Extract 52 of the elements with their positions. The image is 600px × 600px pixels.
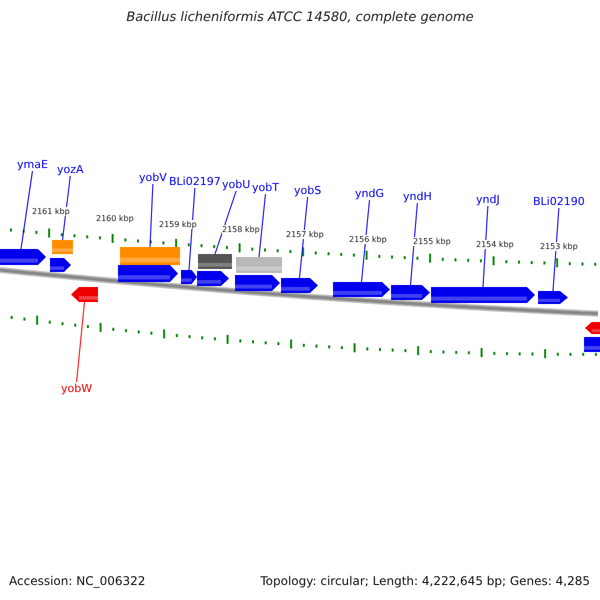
genome-info-text: Topology: circular; Length: 4,222,645 bp; Genes: 4,285 — [260, 574, 590, 588]
leader-line — [214, 190, 237, 254]
gene-feature — [585, 322, 600, 334]
scale-label: 2161 kbp — [32, 207, 70, 216]
gene-feature — [235, 275, 280, 291]
gene-feature — [391, 285, 430, 300]
scale-label: 2153 kbp — [540, 242, 578, 251]
gene-label: yndJ — [476, 193, 500, 206]
leader-line — [76, 302, 85, 382]
gene-feature — [71, 287, 98, 302]
gene-label: BLi02197 — [169, 175, 221, 188]
gene-feature — [236, 257, 282, 273]
scale-label: 2157 kbp — [286, 230, 324, 239]
scale-label: 2154 kbp — [476, 240, 514, 249]
leader-line — [482, 206, 488, 288]
leader-line — [258, 194, 266, 258]
gene-label: yozA — [57, 163, 84, 176]
gene-feature — [52, 240, 73, 254]
scale-label: 2156 kbp — [349, 235, 387, 244]
leader-line — [20, 170, 33, 250]
leader-line — [62, 176, 71, 240]
gene-feature — [333, 282, 390, 297]
gene-label: yobU — [222, 178, 250, 191]
scale-label: 2158 kbp — [222, 225, 260, 234]
leader-line — [299, 196, 308, 278]
accession-text: Accession: NC_006322 — [9, 574, 146, 588]
gene-feature — [118, 265, 178, 282]
gene-label: yndH — [403, 190, 432, 203]
gene-feature — [198, 254, 232, 269]
scale-label: 2160 kbp — [96, 214, 134, 223]
gene-feature — [120, 247, 180, 265]
title: Bacillus licheniformis ATCC 14580, complete genome — [125, 10, 475, 25]
gene-label: BLi02190 — [533, 195, 585, 208]
leader-line — [361, 200, 370, 282]
leader-line — [150, 184, 154, 248]
gene-feature — [281, 278, 318, 293]
leader-line — [188, 188, 196, 270]
gene-feature — [584, 337, 600, 352]
leader-line — [552, 208, 560, 292]
scale-label: 2159 kbp — [159, 220, 197, 229]
gene-label: yobS — [294, 184, 322, 197]
gene-label: yobV — [139, 171, 167, 184]
gene-feature — [0, 249, 46, 265]
gene-feature — [181, 270, 197, 284]
scale-label: 2155 kbp — [413, 237, 451, 246]
gene-label: ymaE — [17, 158, 48, 171]
leader-line — [410, 202, 418, 286]
gene-label: yobT — [252, 181, 279, 194]
gene-label: yobW — [61, 382, 92, 395]
gene-label: yndG — [355, 187, 384, 200]
gene-feature — [50, 258, 71, 272]
gene-feature — [538, 291, 568, 304]
